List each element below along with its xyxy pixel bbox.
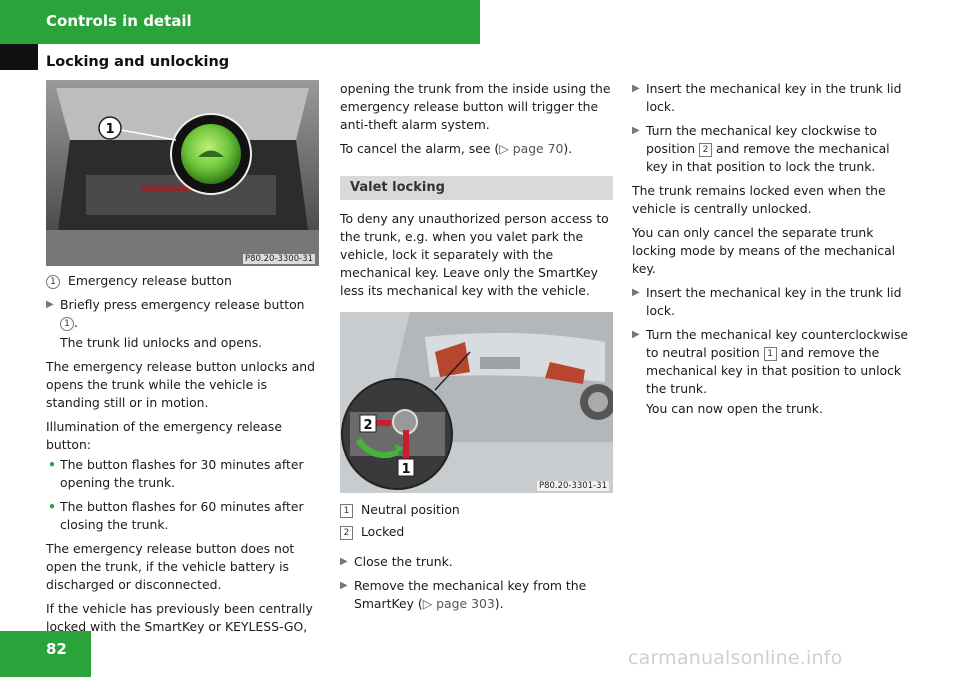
step-arrow-icon: ▶ — [340, 580, 348, 591]
instruction-step: ▶Close the trunk. — [340, 554, 453, 569]
trunk-interior-figure: 1 P80.20-3300-31 — [46, 80, 319, 266]
legend-label: Emergency release button — [68, 273, 232, 288]
paragraph: To cancel the alarm, see (▷ page 70). — [340, 141, 573, 156]
legend-item: 1 Emergency release button — [46, 272, 321, 290]
paragraph: You can only cancel the separate trunk l… — [632, 225, 896, 276]
instruction-step: ▶Turn the mechanical key counterclockwis… — [632, 326, 914, 418]
paragraph: opening the trunk from the inside using … — [340, 81, 611, 132]
instruction-step: ▶ Briefly press emergency release button… — [46, 296, 321, 352]
bullet-icon: • — [48, 457, 56, 472]
step-arrow-icon: ▶ — [632, 83, 640, 94]
inline-position-box: 2 — [699, 143, 713, 157]
inline-position-box: 1 — [763, 347, 777, 361]
figure-mark-2: 2 — [363, 418, 372, 433]
subsection-heading: Valet locking — [340, 176, 613, 200]
paragraph: The emergency release button unlocks and… — [46, 359, 315, 410]
step-result: The trunk lid unlocks and opens. — [60, 335, 263, 350]
page-reference[interactable]: ▷ page 70 — [499, 141, 564, 156]
column-3: ▶Insert the mechanical key in the trunk … — [632, 80, 914, 424]
chapter-title: Controls in detail — [46, 12, 192, 30]
figure-code: P80.20-3301-31 — [536, 481, 609, 491]
instruction-step: ▶Insert the mechanical key in the trunk … — [632, 81, 902, 114]
paragraph: To deny any unauthorized person access t… — [340, 211, 609, 298]
header-marker — [0, 44, 38, 70]
paragraph: Illumination of the emergency release bu… — [46, 419, 282, 452]
step-result: You can now open the trunk. — [646, 401, 823, 416]
page-number: 82 — [46, 640, 67, 658]
page-number-tab: 82 — [0, 631, 91, 677]
instruction-step: ▶Insert the mechanical key in the trunk … — [632, 285, 902, 318]
column-2: opening the trunk from the inside using … — [340, 80, 613, 619]
instruction-step: ▶Turn the mechanical key clockwise to po… — [632, 123, 890, 174]
bullet-item: •The button flashes for 60 minutes after… — [48, 499, 304, 532]
chapter-header: Controls in detail — [0, 0, 480, 44]
step-arrow-icon: ▶ — [632, 329, 640, 340]
legend-number: 1 — [340, 504, 353, 518]
legend-number: 2 — [340, 526, 353, 540]
figure-mark-1: 1 — [401, 462, 410, 477]
trunk-interior-illustration: 1 — [46, 80, 319, 266]
bullet-item: •The button flashes for 30 minutes after… — [48, 457, 304, 490]
paragraph: The emergency release button does not op… — [46, 541, 295, 592]
legend-number: 1 — [46, 275, 60, 289]
inline-callout: 1 — [60, 317, 74, 331]
figure-callout-1: 1 — [105, 122, 114, 137]
instruction-step: ▶Remove the mechanical key from the Smar… — [340, 578, 587, 611]
step-arrow-icon: ▶ — [46, 299, 54, 310]
step-arrow-icon: ▶ — [340, 556, 348, 567]
page-reference[interactable]: ▷ page 303 — [422, 596, 495, 611]
section-title: Locking and unlocking — [46, 54, 230, 70]
trunk-lock-figure: 2 1 P80.20-3301-31 — [340, 312, 613, 493]
paragraph: The trunk remains locked even when the v… — [632, 183, 886, 216]
paragraph: If the vehicle has previously been centr… — [46, 601, 313, 634]
bullet-icon: • — [48, 499, 56, 514]
watermark: carmanualsonline.info — [628, 647, 843, 669]
trunk-lock-illustration: 2 1 — [340, 312, 613, 493]
step-arrow-icon: ▶ — [632, 125, 640, 136]
figure-code: P80.20-3300-31 — [242, 254, 315, 264]
step-arrow-icon: ▶ — [632, 287, 640, 298]
